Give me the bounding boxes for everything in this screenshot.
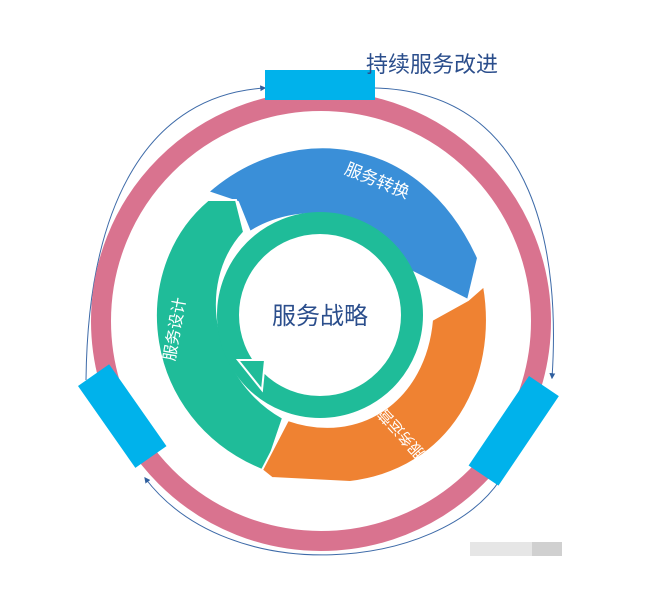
watermark-blur-shade: [532, 542, 562, 556]
strategy-ring-arrow: [235, 359, 267, 393]
outer-title: 持续服务改进: [366, 53, 498, 78]
strategy-ring: [217, 212, 423, 418]
block-right: [468, 376, 559, 486]
center-label: 服务战略: [272, 302, 368, 330]
block-top: [265, 70, 375, 100]
connector-bottom: [144, 477, 501, 556]
operation-arc: [260, 284, 488, 484]
connector-top-right: [374, 87, 556, 380]
block-left: [78, 364, 167, 468]
connector-top-left: [85, 85, 267, 381]
continual-improvement-ring: [91, 91, 551, 551]
